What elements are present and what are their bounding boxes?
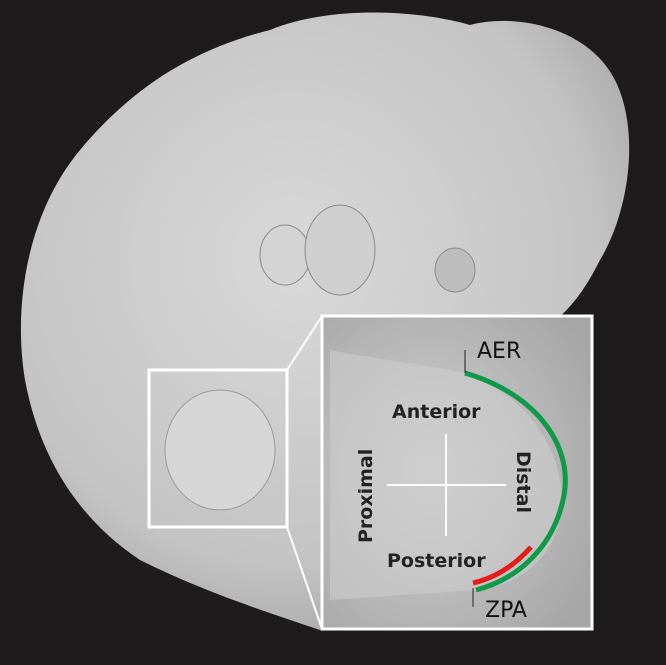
limb-bud	[164, 389, 276, 511]
distal-label: Distal	[512, 451, 534, 513]
proximal-label: Proximal	[355, 449, 377, 543]
limb-selection-box	[147, 368, 289, 529]
zpa-line	[472, 545, 533, 586]
eye	[434, 247, 476, 293]
aer-label: AER	[477, 339, 521, 364]
branchial-arch	[304, 204, 376, 296]
anterior-label: Anterior	[392, 401, 481, 423]
posterior-label: Posterior	[387, 550, 486, 572]
zpa-label: ZPA	[485, 598, 527, 623]
branchial-arch	[259, 224, 311, 286]
connector-line	[286, 526, 323, 630]
connector-line	[286, 315, 323, 371]
aer-line	[464, 370, 568, 593]
